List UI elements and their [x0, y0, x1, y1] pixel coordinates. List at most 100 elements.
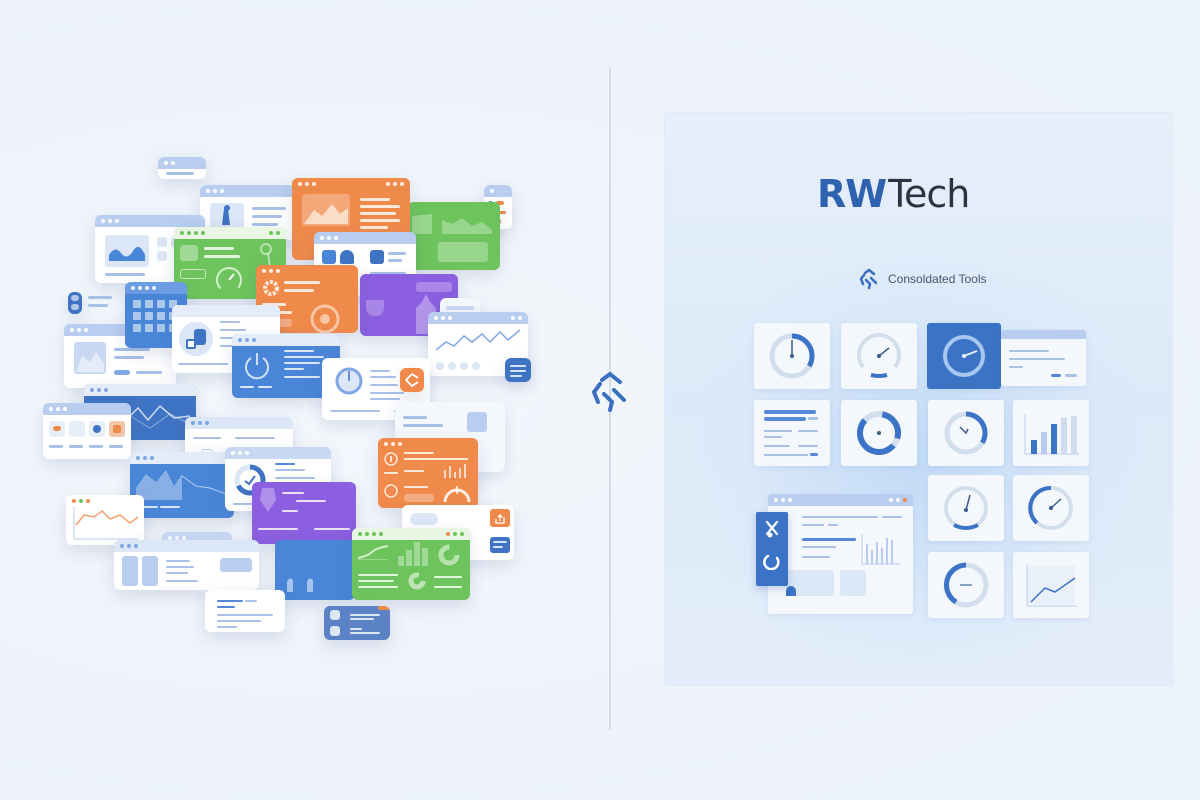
- pie-icon: [408, 572, 426, 590]
- bar-chart-tile[interactable]: [1013, 400, 1089, 466]
- gauge-tile[interactable]: [1013, 475, 1089, 541]
- gauge-tile-highlighted[interactable]: [927, 323, 1001, 389]
- mountain-chart-icon: [304, 204, 348, 224]
- tool-window: [68, 292, 82, 314]
- stethoscope-icon: [260, 243, 272, 268]
- tool-window: [66, 495, 144, 545]
- cancel-button: [1065, 374, 1077, 377]
- list-line: [764, 454, 808, 456]
- donut-gauge-icon: [857, 411, 901, 455]
- half-ring-gauge-icon: [943, 562, 989, 608]
- image-thumb: [840, 570, 866, 596]
- window-bar: [768, 494, 913, 506]
- avatar-shape: [786, 586, 796, 596]
- line-chart-icon: [73, 507, 139, 540]
- consolidation-logo-icon: [859, 268, 878, 290]
- area-chart-icon: [136, 470, 227, 500]
- speedometer-icon: [1028, 485, 1073, 530]
- area-chart-icon: [412, 214, 492, 234]
- figure-icon: [222, 205, 230, 225]
- pie-icon: [438, 544, 460, 566]
- gauge-icon: [335, 367, 363, 395]
- field-line: [1009, 358, 1065, 360]
- tool-window: [114, 540, 259, 590]
- tool-window: [352, 528, 470, 600]
- list-action: [810, 453, 818, 456]
- tool-window: [378, 438, 478, 508]
- submit-button: [1051, 374, 1061, 377]
- gauge-tile[interactable]: [841, 323, 917, 389]
- progress-bar: [802, 538, 856, 541]
- chat-bubbles-icon: [179, 322, 213, 356]
- bar-chart-icon: [861, 534, 900, 565]
- area-chart-icon: [109, 246, 145, 261]
- list-header: [764, 410, 816, 414]
- tool-window: [130, 452, 234, 518]
- speedometer-icon: [944, 486, 988, 530]
- tool-window: [43, 403, 131, 459]
- consolidation-logo-icon: [591, 372, 626, 412]
- tool-window: [158, 157, 206, 179]
- gauge-icon: [216, 267, 242, 293]
- tools-icon: [765, 520, 779, 538]
- field-line: [1009, 350, 1049, 352]
- bar-chart-icon: [1024, 414, 1079, 455]
- brand-name-light: Tech: [888, 172, 970, 216]
- gauge-icon: [443, 486, 471, 503]
- field-line: [1009, 366, 1023, 368]
- tool-window: [408, 202, 500, 270]
- landscape-icon: [76, 352, 104, 372]
- content-line: [802, 546, 836, 548]
- subtitle: Consoldated Tools: [858, 268, 987, 290]
- refresh-icon: [763, 554, 780, 570]
- content-line: [882, 516, 902, 518]
- tool-window: [324, 606, 390, 640]
- tool-window: [505, 358, 531, 382]
- line-chart-icon: [1026, 564, 1077, 607]
- upload-icon: [495, 514, 505, 524]
- form-window-tile[interactable]: [1001, 330, 1086, 386]
- ring-gauge-icon: [769, 333, 815, 379]
- list-line: [798, 430, 818, 432]
- brand-name-bold: RW: [817, 172, 887, 216]
- info-circle-icon: [384, 452, 398, 466]
- list-line: [764, 436, 782, 438]
- list-line: [764, 445, 790, 447]
- gauge-tile[interactable]: [928, 475, 1004, 541]
- tool-window: [174, 227, 286, 299]
- info-circle-icon: [384, 484, 398, 498]
- tool-window: [275, 540, 355, 600]
- subtitle-label: Consoldated Tools: [888, 272, 987, 286]
- gauge-tile[interactable]: [928, 400, 1004, 466]
- bar-chart-icon: [398, 542, 428, 566]
- speedometer-icon: [857, 333, 901, 378]
- gauge-tile[interactable]: [928, 552, 1004, 618]
- list-header: [764, 417, 806, 421]
- area-chart-icon: [358, 545, 389, 560]
- window-bar: [1001, 330, 1086, 339]
- line-chart-icon: [436, 329, 521, 351]
- dashboard-sidebar[interactable]: [756, 512, 788, 586]
- dial-icon: [943, 335, 985, 377]
- decor-line: [88, 296, 112, 299]
- decor-line: [88, 304, 108, 307]
- dashboard-window-tile[interactable]: [768, 494, 913, 614]
- content-line: [828, 524, 838, 526]
- clock-gauge-icon: [944, 411, 988, 455]
- list-tile[interactable]: [754, 400, 830, 466]
- list-line: [798, 445, 818, 447]
- list-tag: [808, 417, 818, 420]
- line-chart-tile[interactable]: [1013, 552, 1089, 618]
- bar-chart-icon: [444, 464, 466, 478]
- tool-window: [400, 368, 424, 392]
- pin-icon: [260, 488, 276, 512]
- gauge-tile[interactable]: [754, 323, 830, 389]
- content-line: [802, 516, 878, 518]
- brand-logo: RW Tech: [817, 172, 970, 216]
- tool-window: [205, 590, 285, 632]
- check-gauge-icon: [234, 464, 266, 496]
- content-line: [802, 524, 824, 526]
- list-line: [764, 430, 792, 432]
- gauge-tile[interactable]: [841, 400, 917, 466]
- dna-icon: [405, 373, 419, 388]
